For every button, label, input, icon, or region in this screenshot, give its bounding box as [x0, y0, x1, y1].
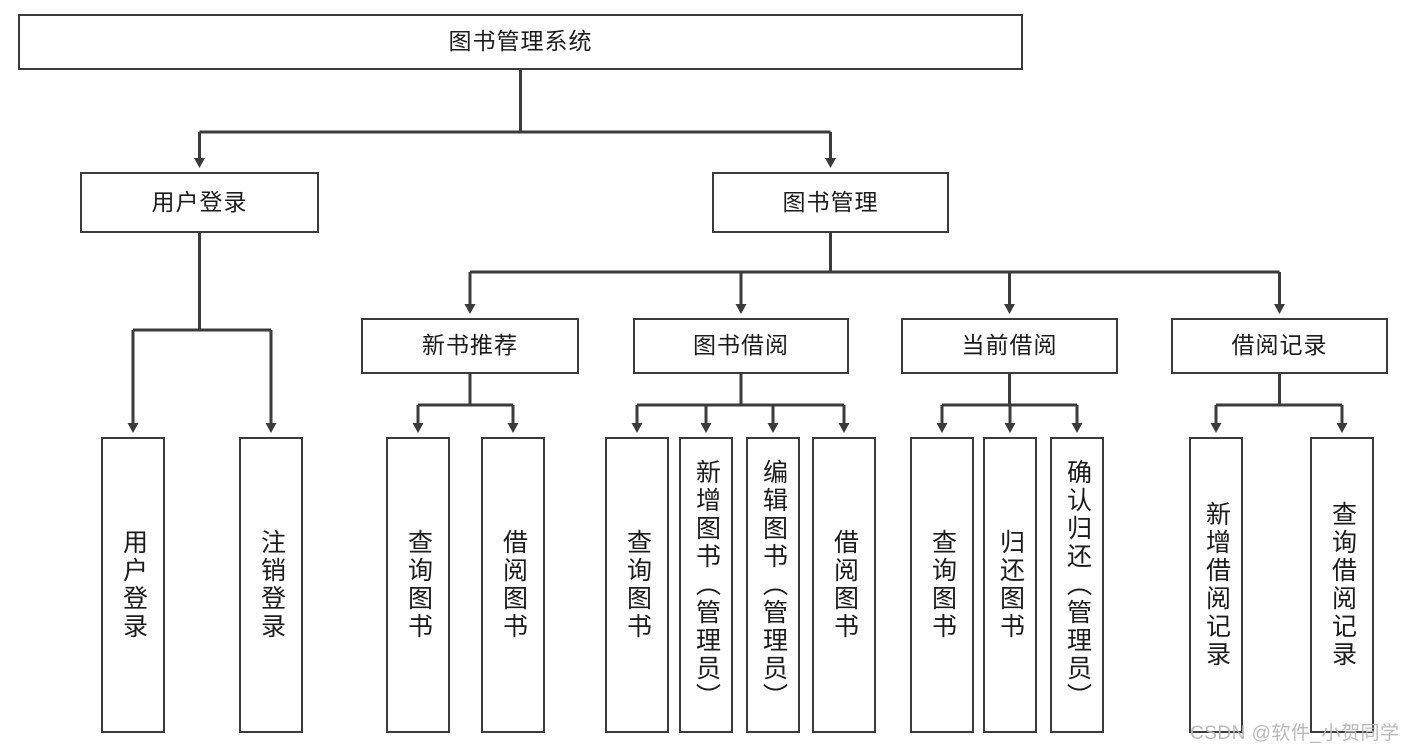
node-label: 新书推荐	[422, 332, 518, 359]
node-label: 查询借阅记录	[1328, 501, 1357, 669]
node-label: 查询图书	[928, 529, 957, 641]
node-leaf-borrow-book-1[interactable]: 借阅图书	[481, 437, 545, 733]
node-label: 确认归还（管理员）	[1063, 459, 1092, 711]
node-leaf-edit-book[interactable]: 编辑图书（管理员）	[746, 437, 800, 733]
node-leaf-query-book-3[interactable]: 查询图书	[910, 437, 974, 733]
node-borrow-record[interactable]: 借阅记录	[1171, 318, 1388, 374]
node-user-login[interactable]: 用户登录	[80, 172, 319, 233]
node-new-book-recommend[interactable]: 新书推荐	[361, 318, 579, 374]
csdn-watermark: CSDN @软件_小贺同学	[1190, 723, 1400, 744]
node-leaf-query-book-2[interactable]: 查询图书	[605, 437, 669, 733]
node-label: 新增图书（管理员）	[692, 459, 721, 711]
node-label: 查询图书	[623, 529, 652, 641]
node-label: 图书管理系统	[448, 28, 593, 55]
node-leaf-borrow-book-2[interactable]: 借阅图书	[812, 437, 876, 733]
node-label: 借阅图书	[499, 529, 528, 641]
node-label: 归还图书	[996, 529, 1025, 641]
node-leaf-user-login[interactable]: 用户登录	[101, 437, 165, 733]
node-label: 编辑图书（管理员）	[759, 459, 788, 711]
node-leaf-add-book[interactable]: 新增图书（管理员）	[679, 437, 733, 733]
node-label: 借阅图书	[830, 529, 859, 641]
node-label: 借阅记录	[1231, 332, 1328, 359]
node-label: 查询图书	[404, 529, 433, 641]
node-root[interactable]: 图书管理系统	[18, 14, 1023, 70]
node-label: 图书借阅	[693, 332, 789, 359]
node-label: 新增借阅记录	[1202, 501, 1231, 669]
node-label: 图书管理	[782, 188, 879, 215]
node-label: 当前借阅	[961, 332, 1058, 359]
node-leaf-confirm-return[interactable]: 确认归还（管理员）	[1050, 437, 1104, 733]
node-label: 用户登录	[151, 188, 248, 215]
node-leaf-query-record[interactable]: 查询借阅记录	[1310, 437, 1374, 733]
node-leaf-query-book-1[interactable]: 查询图书	[386, 437, 450, 733]
node-book-borrow[interactable]: 图书借阅	[633, 318, 849, 374]
node-label: 注销登录	[257, 529, 286, 641]
node-leaf-logout[interactable]: 注销登录	[239, 437, 303, 733]
node-book-manage[interactable]: 图书管理	[712, 172, 949, 233]
node-leaf-return-book[interactable]: 归还图书	[983, 437, 1037, 733]
node-current-borrow[interactable]: 当前借阅	[901, 318, 1118, 374]
node-leaf-add-record[interactable]: 新增借阅记录	[1189, 437, 1243, 733]
node-label: 用户登录	[119, 529, 148, 641]
